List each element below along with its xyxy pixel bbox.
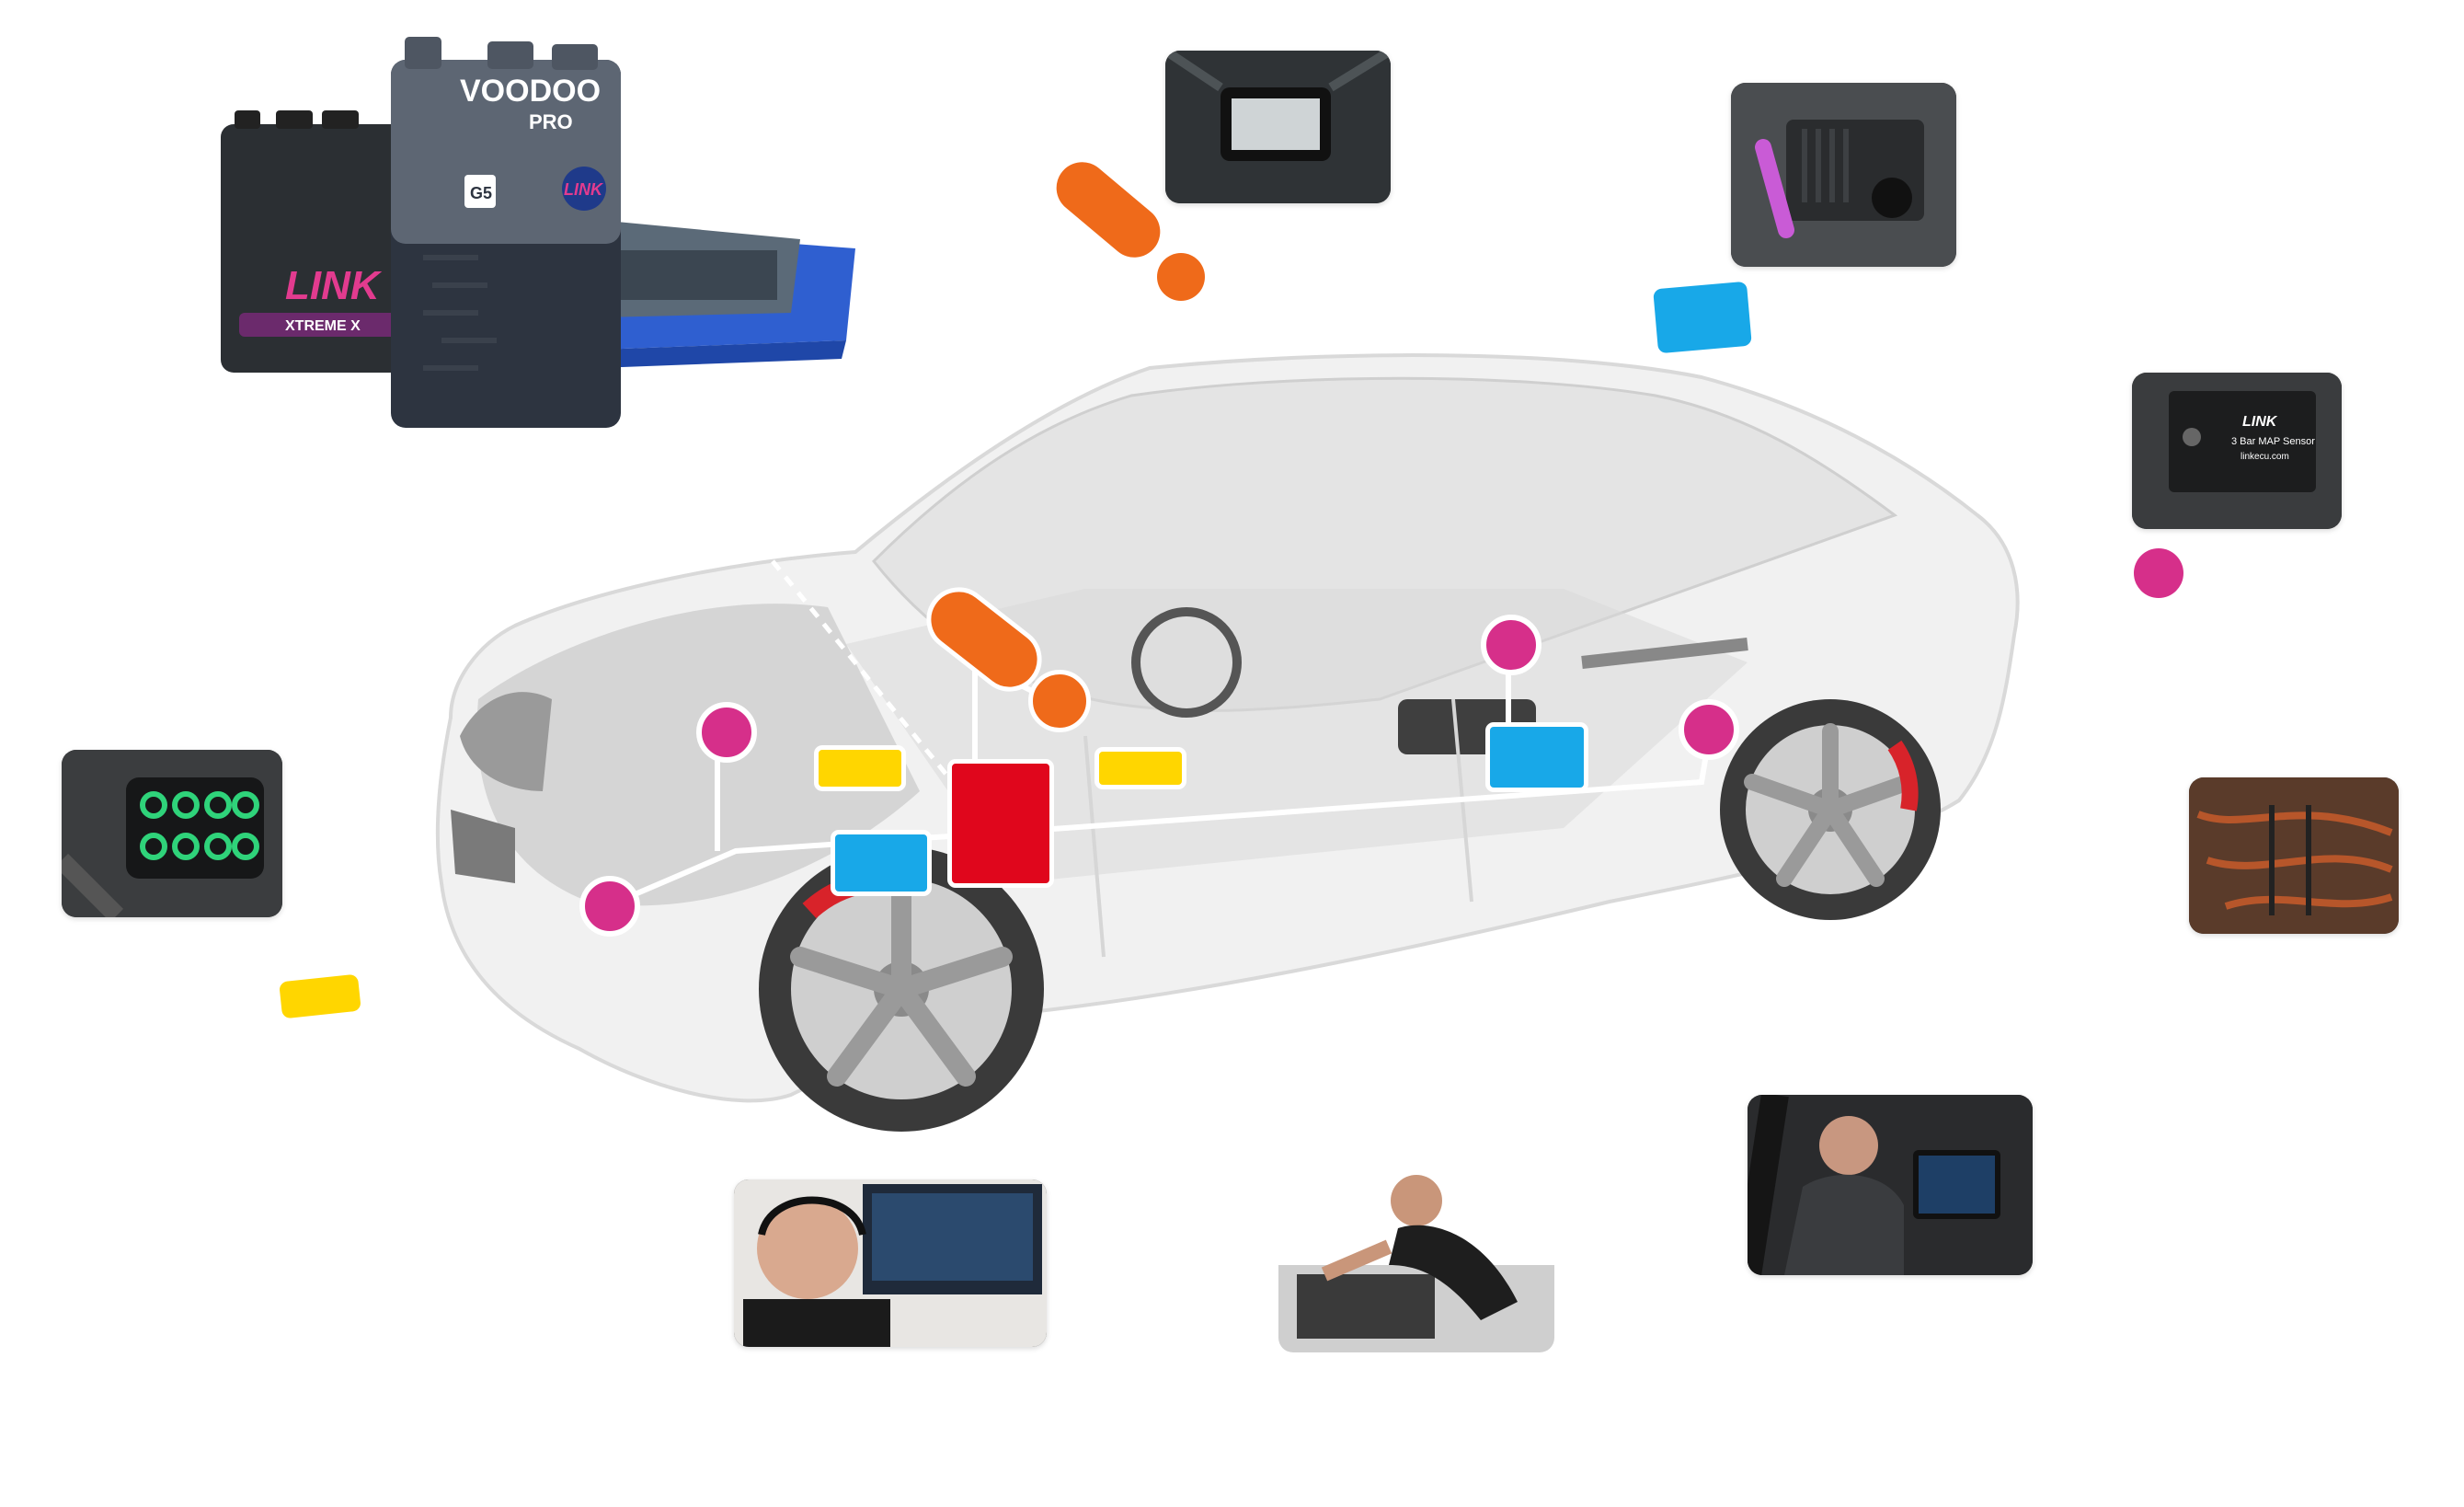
- sensor-node-rear-damper: [1481, 615, 1541, 675]
- photo-mechanic-engine-bay: [1278, 1164, 1554, 1352]
- photo-driver-with-tablet: [1748, 1095, 2033, 1275]
- map-sensor-title: 3 Bar MAP Sensor: [2231, 436, 2315, 447]
- front-wheel: [759, 846, 1044, 1132]
- voodoo-title: VOODOO: [460, 74, 601, 109]
- photo-ignition-module: [1731, 83, 1956, 267]
- voodoo-brand: LINK: [564, 180, 604, 199]
- floating-blue-tag: [1653, 281, 1752, 354]
- ecu-node-red: [947, 759, 1054, 888]
- sensor-node-front-engine: [696, 702, 757, 763]
- voodoo-subtitle: PRO: [529, 110, 573, 133]
- map-sensor-url: linkecu.com: [2241, 452, 2289, 462]
- can-node-blue-rear: [1485, 722, 1588, 792]
- can-node-yellow-front: [814, 745, 906, 791]
- can-node-yellow-mid: [1094, 747, 1186, 789]
- photo-map-sensor: LINK 3 Bar MAP Sensor linkecu.com: [2132, 373, 2342, 529]
- floating-magenta-dot: [2134, 548, 2183, 598]
- xtreme-ecu-label: XTREME X: [285, 318, 361, 334]
- photo-wiring-harness: [2189, 777, 2399, 934]
- photo-tuner-at-desk: [734, 1179, 1047, 1347]
- voodoo-pro-ecu-case: VOODOO PRO G5 LINK: [391, 37, 621, 428]
- orange-link-dot-car: [1028, 670, 1091, 732]
- voodoo-g5-badge: G5: [470, 184, 492, 202]
- photo-keypad-console: [62, 750, 282, 917]
- map-sensor-brand: LINK: [2242, 414, 2278, 430]
- xtreme-ecu-case: LINK XTREME X: [221, 110, 432, 373]
- rear-wheel: [1720, 699, 1941, 920]
- xtreme-ecu-brand: LINK: [285, 263, 383, 308]
- photo-dash-display: [1165, 51, 1391, 203]
- can-node-blue-front: [831, 830, 932, 896]
- sensor-node-rear-wheel: [1679, 699, 1739, 760]
- plug-in-ecu-board: [598, 221, 855, 368]
- sensor-node-front-bumper: [579, 876, 640, 937]
- ecu-product-cluster: LINK XTREME X VOODOO PRO G5 LINK: [221, 37, 855, 428]
- orange-link-dot-top: [1157, 253, 1205, 301]
